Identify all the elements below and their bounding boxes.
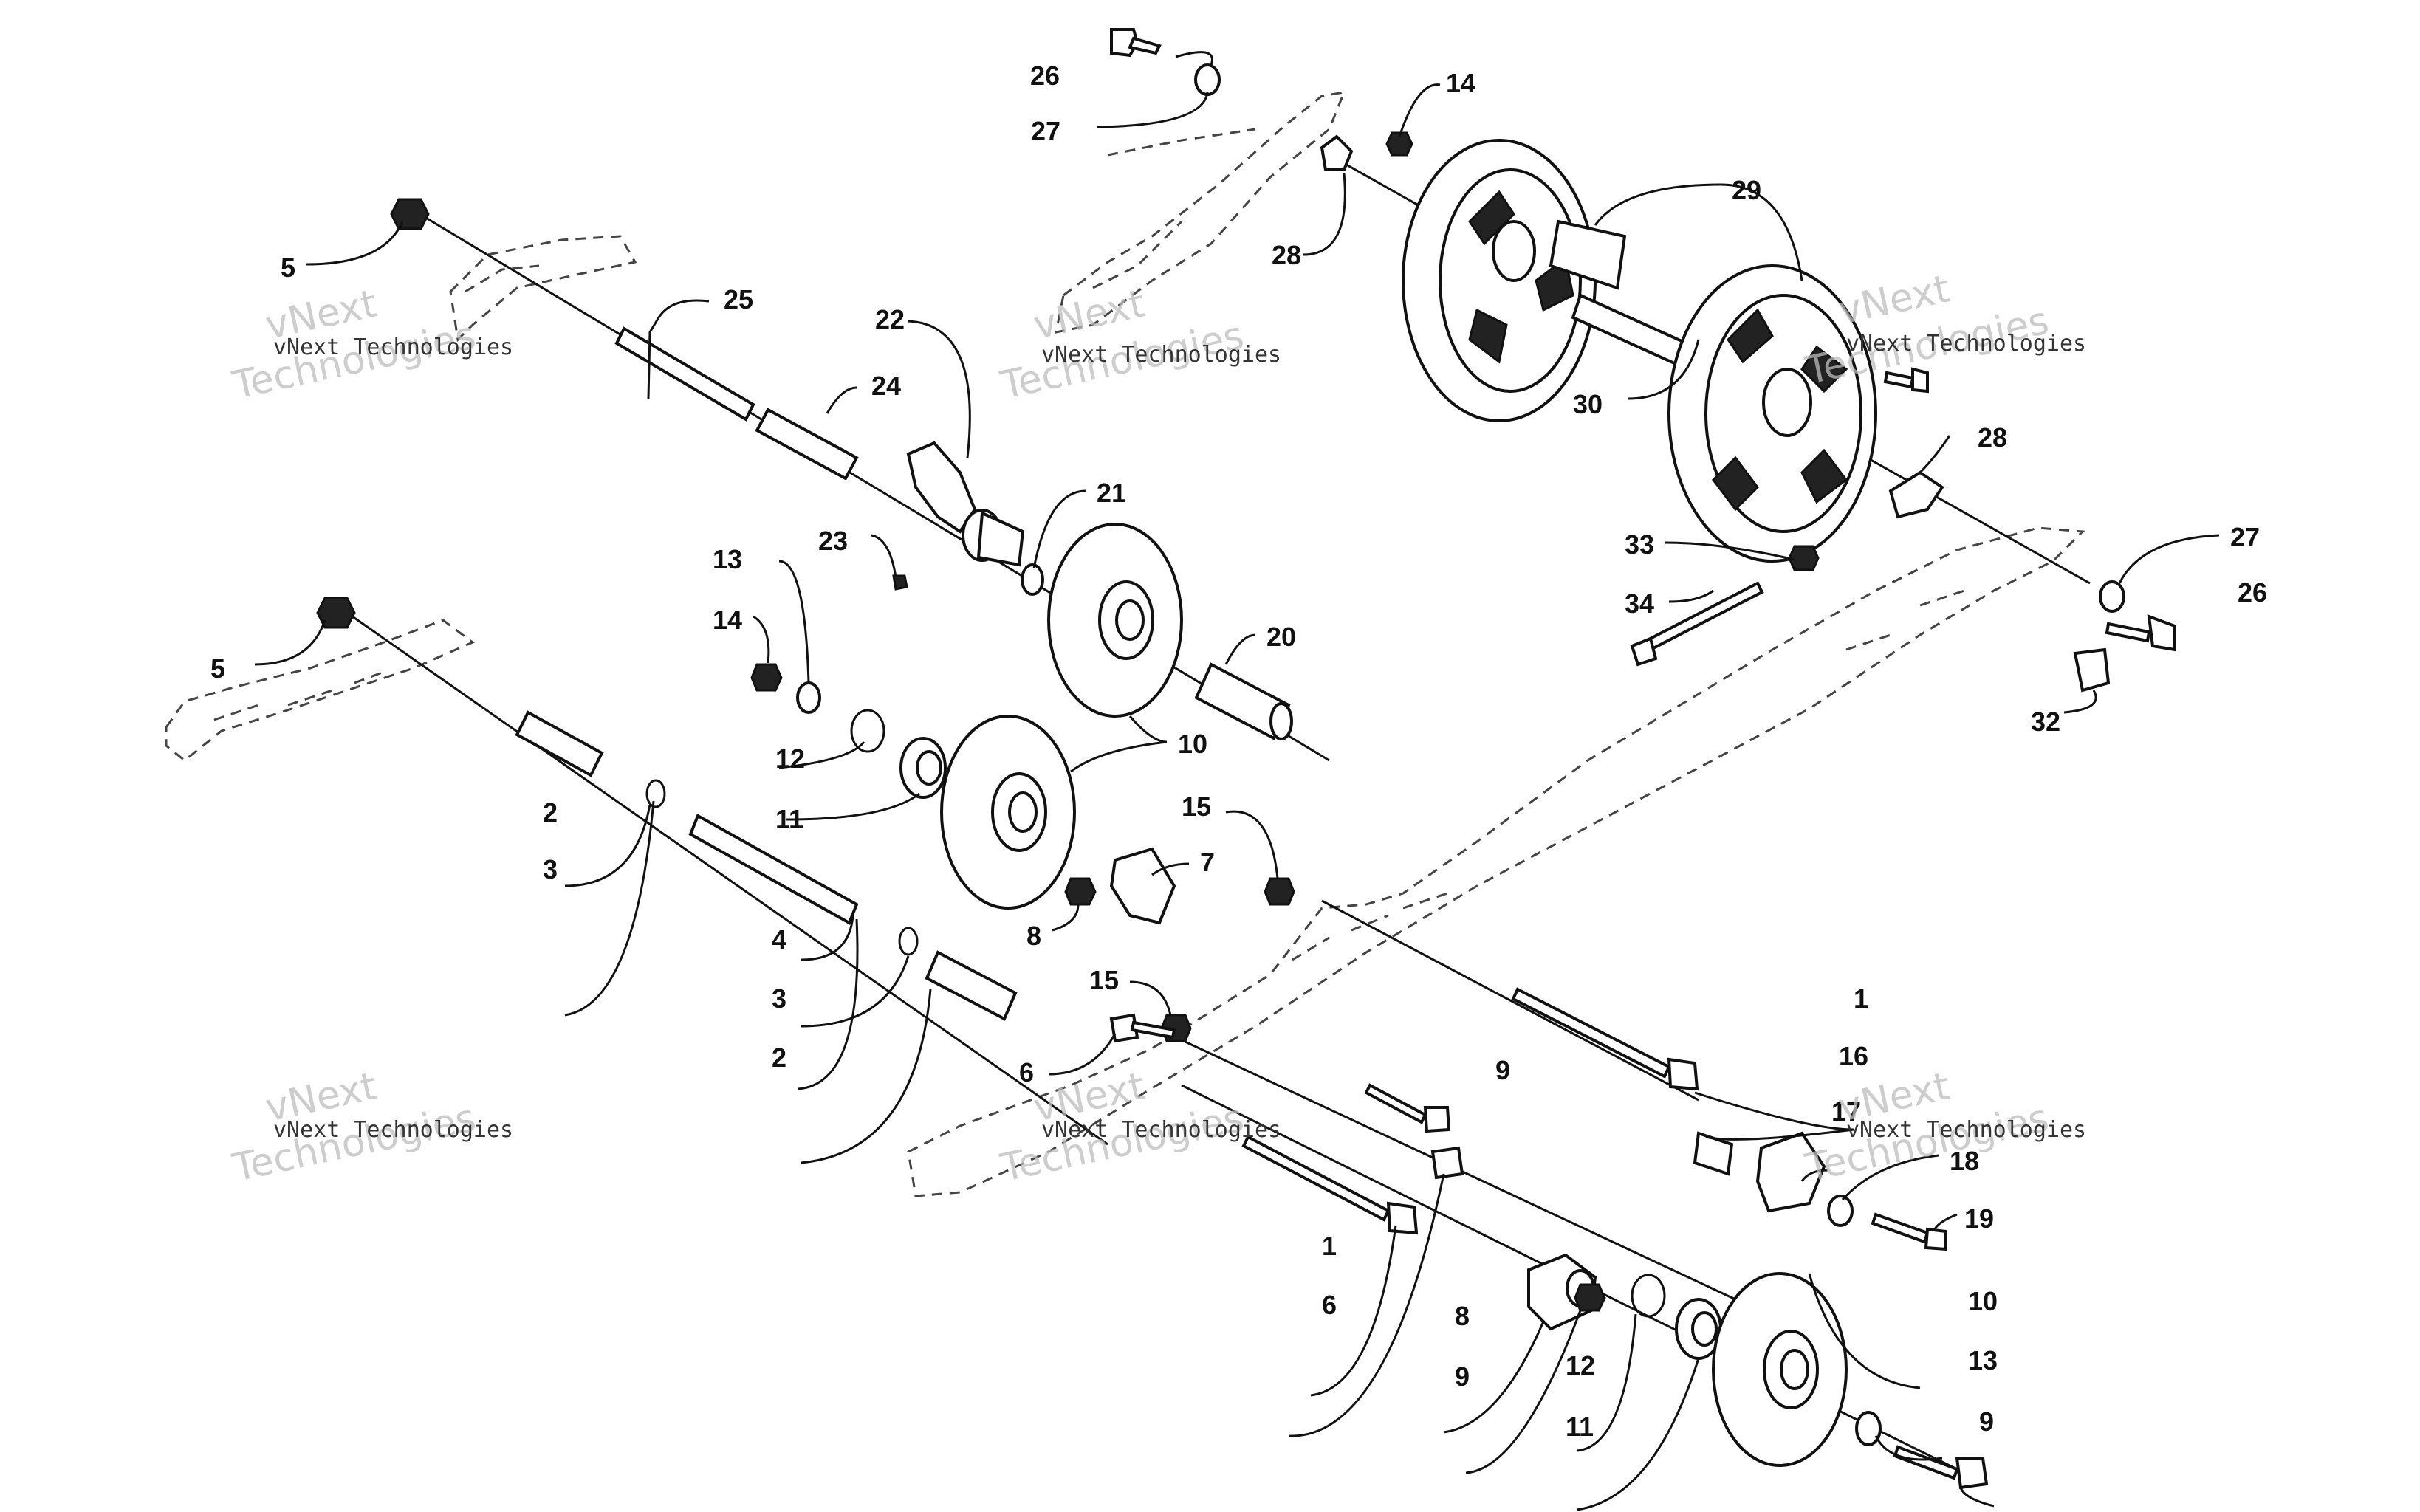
snap-ring-12-lower [1631, 1274, 1666, 1318]
callout-14-upper: 14 [713, 605, 742, 635]
spacer-24 [755, 408, 859, 481]
callout-11-lower: 11 [1566, 1412, 1594, 1442]
idler-wheel-10-top [1047, 523, 1183, 718]
spacer-20 [1194, 662, 1293, 740]
callout-3-lower: 3 [772, 983, 786, 1014]
tube-2-lower [925, 950, 1018, 1021]
callout-29: 29 [1732, 175, 1761, 205]
callout-26-right: 26 [2238, 577, 2267, 608]
callout-28-right: 28 [1978, 422, 2007, 453]
callout-2-lower: 2 [772, 1042, 786, 1073]
bearing-11-upper [899, 737, 947, 799]
callout-15: 15 [1182, 791, 1211, 822]
adjuster-block-32 [2073, 647, 2111, 693]
watermark-text: vNext Technologies [1846, 1117, 2086, 1143]
callout-20: 20 [1266, 622, 1296, 652]
callout-9-lower: 9 [1979, 1406, 1994, 1437]
callout-12-upper: 12 [775, 743, 805, 774]
tube-25 [614, 326, 755, 422]
callout-34: 34 [1625, 588, 1654, 619]
callout-1-upper: 1 [1854, 983, 1868, 1014]
callout-32: 32 [2031, 707, 2060, 737]
callout-24: 24 [871, 371, 901, 401]
drive-wheel-29-left [1402, 139, 1627, 422]
drive-wheel-29-right [1667, 264, 1877, 563]
callout-labels: 26 27 14 29 28 30 28 33 34 27 26 32 5 25… [210, 61, 2267, 1442]
callout-27-right: 27 [2230, 522, 2260, 552]
top-right-rail [1055, 91, 1346, 334]
callout-18: 18 [1950, 1146, 1979, 1176]
washer-13-upper [796, 681, 821, 714]
callout-19: 19 [1964, 1203, 1994, 1234]
callout-28-top: 28 [1272, 240, 1301, 270]
washer-27-right [2099, 580, 2125, 613]
bearing-housing-28-top [1320, 134, 1354, 171]
ring-3-upper [645, 779, 666, 808]
callout-5-top: 5 [281, 252, 295, 283]
callout-10-lower: 10 [1968, 1286, 1998, 1316]
left-rail-frame [165, 526, 2085, 1197]
watermark-text: vNext Technologies [1041, 1117, 1281, 1143]
callout-1-lower: 1 [1322, 1231, 1337, 1261]
callout-12-lower: 12 [1566, 1350, 1595, 1381]
callout-22: 22 [875, 304, 905, 334]
pivot-arm-22 [906, 441, 1025, 567]
idler-wheel-10-lower [1712, 1272, 1848, 1467]
callout-21: 21 [1097, 478, 1126, 508]
callout-26-top: 26 [1030, 61, 1060, 91]
washer-13-lower [1855, 1411, 1882, 1446]
callout-4: 4 [772, 924, 786, 955]
callout-16: 16 [1839, 1041, 1868, 1071]
callout-8-upper: 8 [1026, 921, 1041, 951]
callout-9-upper: 9 [1495, 1055, 1510, 1085]
callout-11-upper: 11 [775, 804, 803, 834]
washer-27-top [1194, 63, 1221, 96]
callout-3-upper: 3 [543, 854, 558, 884]
callout-10-upper: 10 [1178, 729, 1207, 759]
washer-21 [1021, 563, 1044, 596]
callout-7-lower: 8 [1455, 1301, 1470, 1331]
callout-14-top: 14 [1446, 68, 1475, 98]
callout-6-lower: 6 [1322, 1290, 1337, 1320]
spacer-16 [1693, 1131, 1734, 1176]
ring-3-lower [898, 927, 919, 956]
washer-18 [1827, 1195, 1854, 1227]
block-17 [1755, 1131, 1826, 1213]
fasteners [316, 28, 2176, 1490]
callout-25: 25 [724, 284, 753, 315]
idler-wheel-10-mid [940, 715, 1076, 910]
bracket-7-upper [1109, 847, 1176, 925]
tube-4 [688, 814, 859, 925]
callout-2-upper: 2 [543, 797, 558, 828]
callout-14-lower: 15 [1089, 965, 1119, 995]
callout-33: 33 [1625, 529, 1654, 560]
watermark-text: vNext Technologies [1041, 342, 1281, 368]
watermark-text: vNext Technologies [273, 1117, 513, 1143]
tube-2-upper [515, 710, 604, 777]
callout-23: 23 [818, 526, 848, 556]
top-left-rail [449, 235, 637, 343]
callout-27-top: 27 [1031, 116, 1060, 146]
callout-7-upper: 7 [1200, 847, 1215, 877]
leader-lines [254, 51, 2220, 1511]
callout-13-upper: 13 [713, 544, 742, 574]
callout-13-lower: 13 [1968, 1345, 1998, 1375]
callout-8-lower: 9 [1455, 1361, 1470, 1392]
watermark-text: vNext Technologies [273, 334, 513, 360]
callout-6-upper: 6 [1019, 1057, 1034, 1087]
callout-30: 30 [1573, 389, 1603, 419]
callout-17: 17 [1831, 1096, 1861, 1127]
watermark-text: vNext Technologies [1846, 331, 2086, 357]
bearing-housing-28-right [1888, 470, 1944, 519]
snap-ring-12-upper [850, 709, 885, 753]
callout-5-left: 5 [210, 653, 225, 684]
